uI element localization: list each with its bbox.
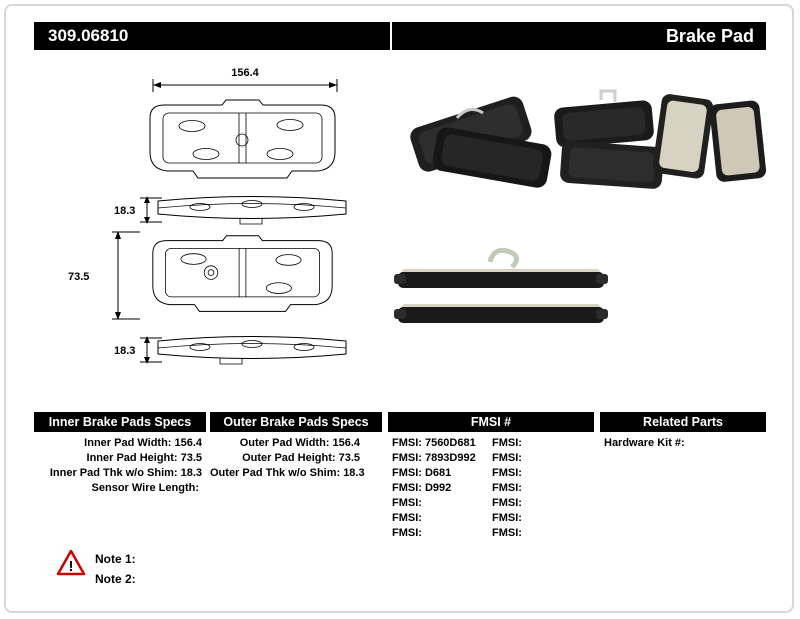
spec-row: Inner Pad Thk w/o Shim:18.3	[34, 466, 202, 481]
spec-value: 73.5	[338, 452, 360, 464]
fmsi-cell: FMSI:	[392, 511, 492, 526]
fmsi-column: FMSI:7560D681 FMSI: FMSI:7893D992 FMSI: …	[392, 436, 598, 541]
fmsi-cell: FMSI:	[492, 511, 592, 526]
fmsi-label: FMSI:	[392, 467, 422, 479]
fmsi-cell: FMSI:	[492, 496, 592, 511]
fmsi-cell: FMSI:	[392, 526, 492, 541]
fmsi-value: D681	[424, 467, 452, 479]
note-2: Note 2:	[95, 572, 136, 586]
spec-label: Sensor Wire Length:	[91, 482, 199, 494]
spec-row: Outer Pad Width:156.4	[210, 436, 360, 451]
product-type-bar: Brake Pad	[392, 22, 766, 50]
spec-value: 18.3	[180, 467, 202, 479]
fmsi-row: FMSI:D992 FMSI:	[392, 481, 598, 496]
fmsi-row: FMSI:7560D681 FMSI:	[392, 436, 598, 451]
outer-pad-side-drawing: 18.3	[114, 336, 347, 365]
fmsi-row: FMSI:7893D992 FMSI:	[392, 451, 598, 466]
fmsi-label: FMSI:	[492, 452, 522, 464]
fmsi-label: FMSI:	[492, 512, 522, 524]
fmsi-row: FMSI:D681 FMSI:	[392, 466, 598, 481]
spec-row: Outer Pad Height:73.5	[210, 451, 360, 466]
spec-row: Hardware Kit #:	[604, 436, 764, 451]
fmsi-cell: FMSI:D992	[392, 481, 492, 496]
inner-pad-front-drawing	[149, 99, 336, 179]
fmsi-cell: FMSI:	[492, 481, 592, 496]
spec-label: Inner Pad Height:	[86, 452, 178, 464]
inner-specs-header: Inner Brake Pads Specs	[34, 412, 206, 432]
fmsi-cell: FMSI:	[392, 496, 492, 511]
fmsi-label: FMSI:	[392, 497, 422, 509]
fmsi-label: FMSI:	[392, 452, 422, 464]
spec-label: Hardware Kit #:	[604, 437, 685, 449]
fmsi-label: FMSI:	[392, 527, 422, 539]
pad-width-dimension-label: 156.4	[231, 67, 259, 79]
spec-value: 73.5	[180, 452, 202, 464]
spec-label: Inner Pad Thk w/o Shim:	[49, 467, 178, 479]
fmsi-cell: FMSI:7893D992	[392, 451, 492, 466]
fmsi-cell: FMSI:	[492, 451, 592, 466]
spec-label: Inner Pad Width:	[84, 437, 172, 449]
fmsi-value: 7560D681	[424, 437, 476, 449]
fmsi-cell: FMSI:	[492, 526, 592, 541]
note-1: Note 1:	[95, 552, 136, 566]
fmsi-label: FMSI:	[492, 467, 522, 479]
related-parts-column: Hardware Kit #:	[604, 436, 764, 451]
fmsi-label: FMSI:	[492, 437, 522, 449]
spec-value: 156.4	[174, 437, 202, 449]
spec-row: Inner Pad Height:73.5	[34, 451, 202, 466]
spec-row: Sensor Wire Length:	[34, 481, 202, 496]
pad-height-dimension-label: 73.5	[68, 271, 89, 283]
part-number: 309.06810	[48, 26, 129, 45]
spec-label: Outer Pad Width:	[239, 437, 330, 449]
spec-value: 156.4	[332, 437, 360, 449]
fmsi-label: FMSI:	[392, 512, 422, 524]
brake-pads-photo-top	[410, 89, 767, 189]
spec-label: Outer Pad Thk w/o Shim:	[210, 467, 341, 479]
related-parts-header: Related Parts	[600, 412, 766, 432]
pad-thickness-dimension-label-2: 18.3	[114, 345, 135, 357]
fmsi-value: 7893D992	[424, 452, 476, 464]
pad-thickness-dimension-label: 18.3	[114, 205, 135, 217]
fmsi-row: FMSI: FMSI:	[392, 526, 598, 541]
inner-specs-column: Inner Pad Width:156.4 Inner Pad Height:7…	[34, 436, 202, 496]
fmsi-label: FMSI:	[392, 482, 422, 494]
fmsi-cell: FMSI:7560D681	[392, 436, 492, 451]
fmsi-label: FMSI:	[392, 437, 422, 449]
outer-specs-header: Outer Brake Pads Specs	[210, 412, 382, 432]
fmsi-label: FMSI:	[492, 497, 522, 509]
fmsi-label: FMSI:	[492, 482, 522, 494]
height-dimension: 73.5	[68, 231, 140, 320]
inner-pad-side-drawing: 18.3	[114, 196, 347, 225]
part-number-bar: 309.06810	[34, 22, 390, 50]
brake-pads-photo-side	[394, 247, 608, 323]
fmsi-label: FMSI:	[492, 527, 522, 539]
outer-pad-front-drawing	[152, 235, 333, 312]
fmsi-cell: FMSI:D681	[392, 466, 492, 481]
fmsi-value: D992	[424, 482, 452, 494]
svg-text:!: !	[69, 558, 74, 575]
fmsi-row: FMSI: FMSI:	[392, 511, 598, 526]
spec-row: Outer Pad Thk w/o Shim:18.3	[210, 466, 365, 481]
warning-icon: !	[56, 549, 86, 576]
fmsi-header: FMSI #	[388, 412, 594, 432]
product-type: Brake Pad	[665, 25, 754, 46]
outer-specs-column: Outer Pad Width:156.4 Outer Pad Height:7…	[210, 436, 365, 481]
fmsi-cell: FMSI:	[492, 466, 592, 481]
spec-value: 18.3	[343, 467, 365, 479]
fmsi-row: FMSI: FMSI:	[392, 496, 598, 511]
spec-row: Inner Pad Width:156.4	[34, 436, 202, 451]
spec-label: Outer Pad Height:	[242, 452, 336, 464]
fmsi-cell: FMSI:	[492, 436, 592, 451]
width-dimension: 156.4	[152, 67, 338, 92]
